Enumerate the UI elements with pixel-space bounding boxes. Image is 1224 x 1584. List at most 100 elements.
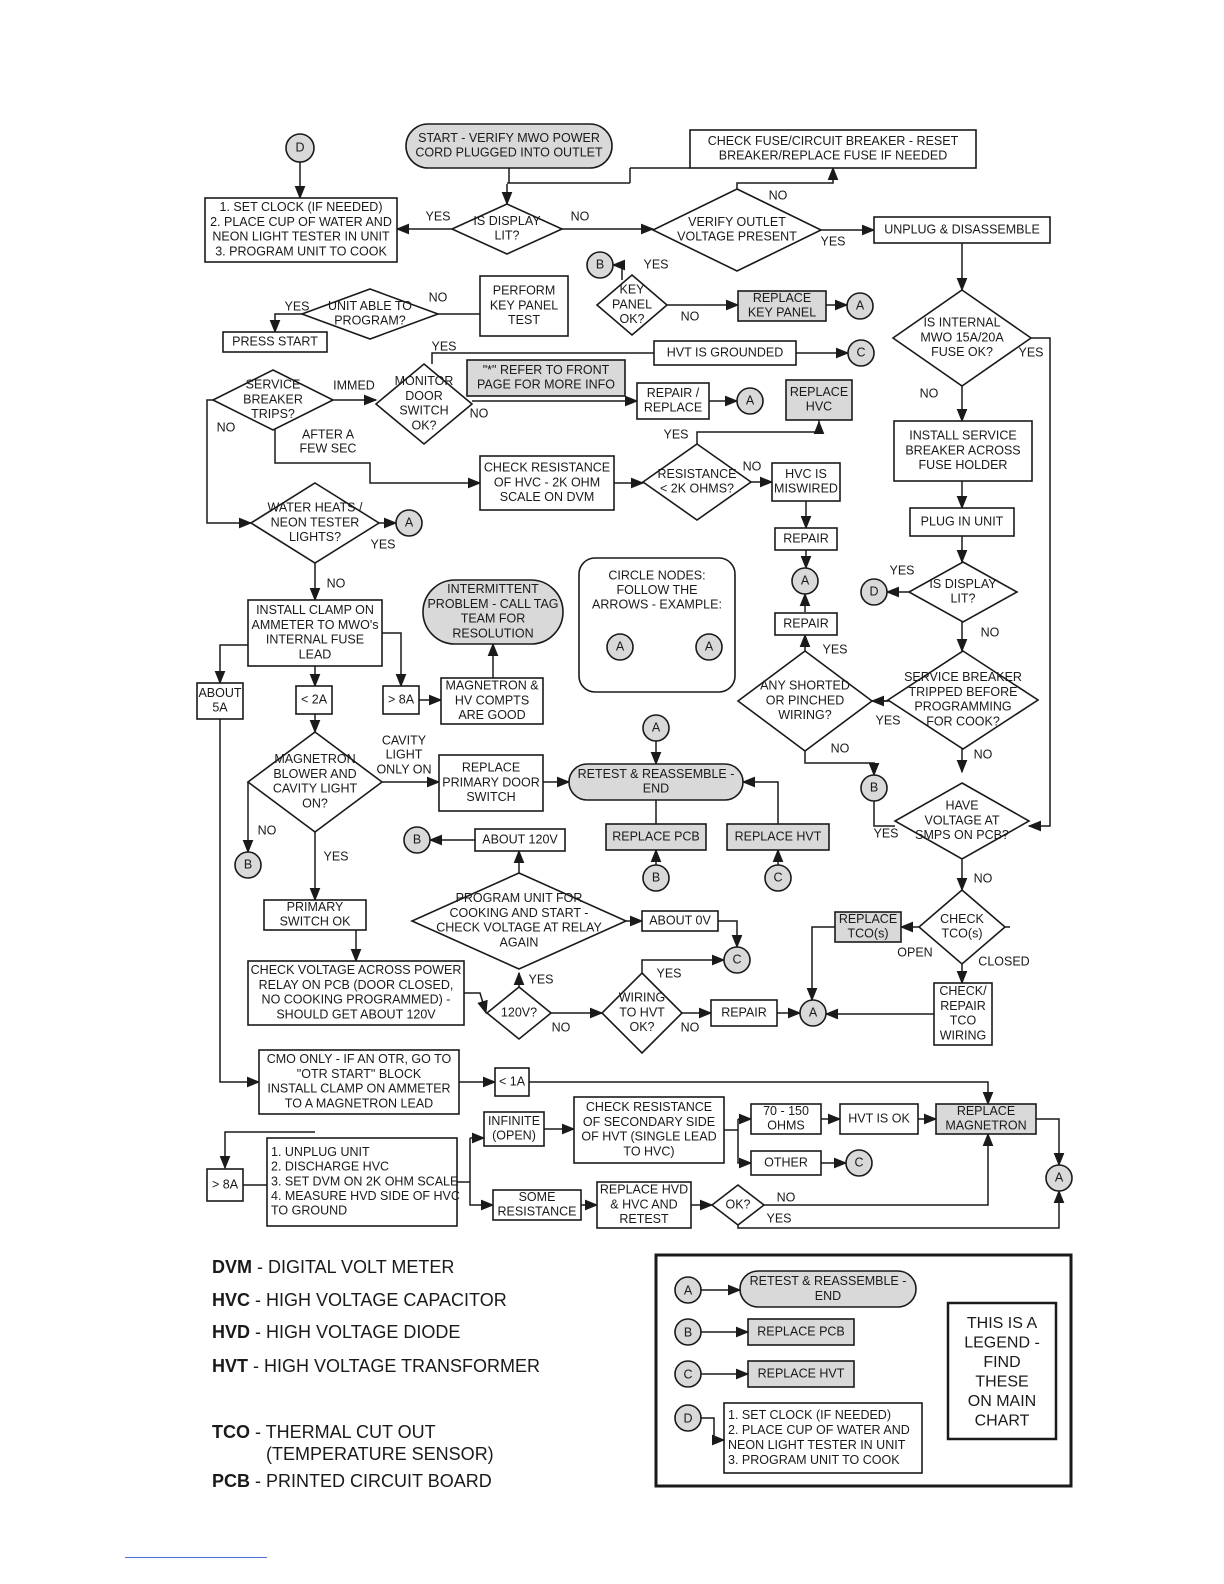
legend-note-line: ON MAIN xyxy=(968,1393,1036,1410)
node-repair-2: REPAIR xyxy=(774,612,838,636)
node-text: OR PINCHED xyxy=(766,693,844,707)
node-A-ex1: A xyxy=(606,633,634,661)
node-text: RESISTANCE xyxy=(498,1205,577,1219)
legend-target-text: RETEST & REASSEMBLE - xyxy=(750,1274,907,1288)
node-text: LIT? xyxy=(494,229,519,243)
node-text: NO COOKING PROGRAMMED) - xyxy=(262,993,451,1007)
node-text: END xyxy=(643,782,669,796)
node-text: REPAIR xyxy=(783,531,829,545)
node-text: MAGNETRON xyxy=(274,752,355,766)
edge-label-immed: IMMED xyxy=(333,378,375,392)
node-text: WIRING? xyxy=(778,708,832,722)
node-A-repair: A xyxy=(736,387,764,415)
node-text: LIGHTS? xyxy=(289,530,341,544)
edge-label-no-smps: NO xyxy=(974,871,993,885)
node-text: B xyxy=(652,870,660,884)
node-text: DOOR xyxy=(405,389,443,403)
edge-label-closed: CLOSED xyxy=(978,954,1029,968)
node-hvt-ok: HVT IS OK xyxy=(839,1103,919,1135)
node-text: REPAIR xyxy=(940,999,986,1013)
edge-label-no-outlet: NO xyxy=(769,188,788,202)
legend-circle-label: C xyxy=(683,1367,692,1381)
edge-label-yes-120: YES xyxy=(528,972,553,986)
edge-label-yes-blower: YES xyxy=(323,849,348,863)
edge-label-no-water: NO xyxy=(327,576,346,590)
connector-48 xyxy=(214,644,248,685)
node-text: REPLACE xyxy=(462,761,520,775)
connector-71 xyxy=(641,954,726,973)
node-text: HVT IS OK xyxy=(848,1111,910,1125)
node-about-120: ABOUT 120V xyxy=(474,828,566,852)
node-unplug: UNPLUG & DISASSEMBLE xyxy=(873,216,1051,244)
node-A-mid: A xyxy=(791,567,819,595)
node-text: A xyxy=(405,515,414,529)
node-text: AMMETER TO MWO's xyxy=(252,618,379,632)
legend-note-line: THESE xyxy=(975,1374,1028,1391)
node-text: CHECK xyxy=(940,912,984,926)
node-text: CHECK FUSE/CIRCUIT BREAKER - RESET xyxy=(708,134,959,148)
connector-68 xyxy=(464,992,488,1015)
node-text: > 8A xyxy=(212,1177,239,1191)
glossary-entry: (TEMPERATURE SENSOR) xyxy=(266,1444,494,1464)
node-v120: 120V? xyxy=(485,985,553,1041)
node-text: TO HVC) xyxy=(623,1144,674,1158)
edge-label-yes-tripped: YES xyxy=(875,713,900,727)
node-text: FOLLOW THE xyxy=(616,583,697,597)
edge-label-yes-door: YES xyxy=(431,339,456,353)
node-text: NEON LIGHT TESTER IN UNIT xyxy=(212,230,390,244)
node-C-grounded: C xyxy=(847,339,875,367)
node-repair-1: REPAIR xyxy=(774,527,838,551)
connector-46 xyxy=(873,801,895,827)
node-text: > 8A xyxy=(388,692,415,706)
node-text: 120V? xyxy=(501,1005,537,1019)
node-text: OK? xyxy=(629,1020,654,1034)
legend-circle-label: D xyxy=(683,1411,692,1425)
node-text: TEAM FOR xyxy=(461,612,526,626)
node-C-hvt: C xyxy=(764,864,792,892)
node-text: B xyxy=(244,857,252,871)
legend-circle-label: B xyxy=(684,1325,692,1339)
edge-label-no-display2: NO xyxy=(981,625,1000,639)
glossary-entry: DVM - DIGITAL VOLT METER xyxy=(212,1257,454,1277)
node-text: OF HVC - 2K OHM xyxy=(494,475,600,489)
node-text: TRIPS? xyxy=(251,407,295,421)
node-text: WIRING xyxy=(619,991,666,1005)
node-text: REPAIR xyxy=(783,616,829,630)
edge-label-no-key: NO xyxy=(681,309,700,323)
edge-label-no-shorted: NO xyxy=(831,741,850,755)
node-text: PROGRAM? xyxy=(334,314,406,328)
node-repair-replace: REPAIR /REPLACE xyxy=(636,382,710,420)
node-text: RESOLUTION xyxy=(452,626,533,640)
connector-35 xyxy=(206,399,253,529)
node-text: REPLACE xyxy=(644,401,702,415)
node-text: LEAD xyxy=(299,647,332,661)
node-text: IS INTERNAL xyxy=(923,316,1000,330)
edge-label-yes-shorted: YES xyxy=(822,642,847,656)
node-text: VOLTAGE PRESENT xyxy=(677,230,797,244)
node-text: HVC IS xyxy=(785,467,827,481)
edge-label-no-door: NO xyxy=(470,406,489,420)
edge-label-no-res: NO xyxy=(743,459,762,473)
node-text: VOLTAGE AT xyxy=(924,813,999,827)
edge-label-no-wiring: NO xyxy=(681,1020,700,1034)
node-text: CORD PLUGGED INTO OUTLET xyxy=(415,146,603,160)
node-text: TCO(s) xyxy=(848,927,889,941)
node-text: REPAIR xyxy=(721,1005,767,1019)
node-plug-in: PLUG IN UNIT xyxy=(909,507,1015,537)
node-text: OK? xyxy=(725,1197,750,1211)
node-text: RETEST & REASSEMBLE - xyxy=(578,767,735,781)
